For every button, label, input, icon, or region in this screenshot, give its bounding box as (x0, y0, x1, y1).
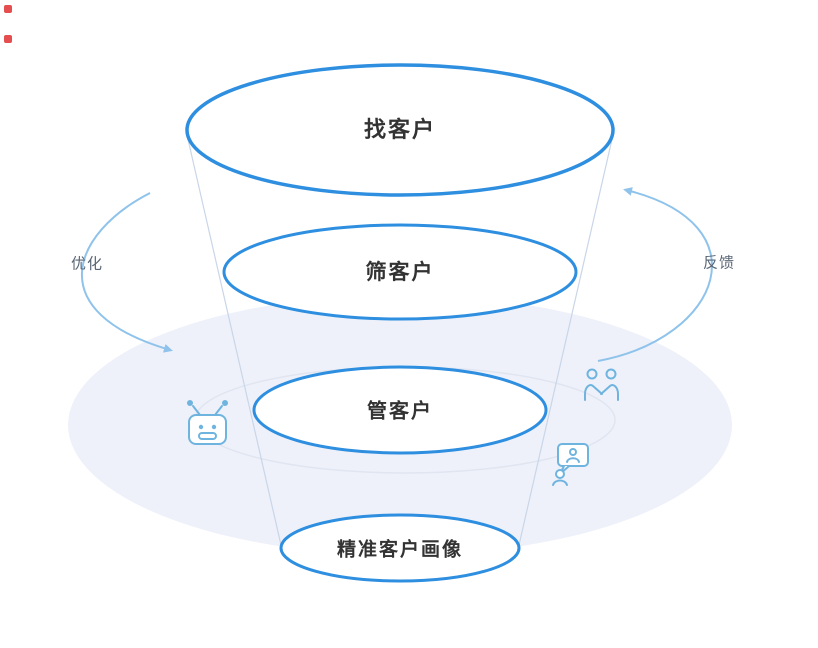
funnel-level-label-manage: 管客户 (367, 398, 433, 423)
funnel-ring-manage (252, 365, 548, 455)
partners-handshake-icon (584, 368, 619, 401)
corner-red-dot (4, 35, 12, 43)
customer-chat-icon (552, 443, 589, 486)
funnel-side-left (186, 134, 282, 546)
funnel-side-right (518, 134, 614, 546)
funnel-level-label-screen: 筛客户 (365, 260, 435, 284)
cycle-arrow-right (597, 187, 713, 362)
funnel-ring-profile (279, 513, 521, 583)
funnel-level-label-find: 找客户 (363, 118, 437, 143)
cycle-left-label: 优化 (70, 254, 104, 273)
cycle-right-label: 反馈 (702, 253, 736, 272)
robot-icon (187, 400, 228, 445)
funnel-level-label-profile: 精准客户画像 (336, 538, 464, 561)
cycle-arrow-left (81, 192, 173, 353)
corner-red-dot (4, 5, 12, 13)
funnel-ring-find (185, 63, 615, 197)
funnel-ring-screen (222, 223, 578, 321)
